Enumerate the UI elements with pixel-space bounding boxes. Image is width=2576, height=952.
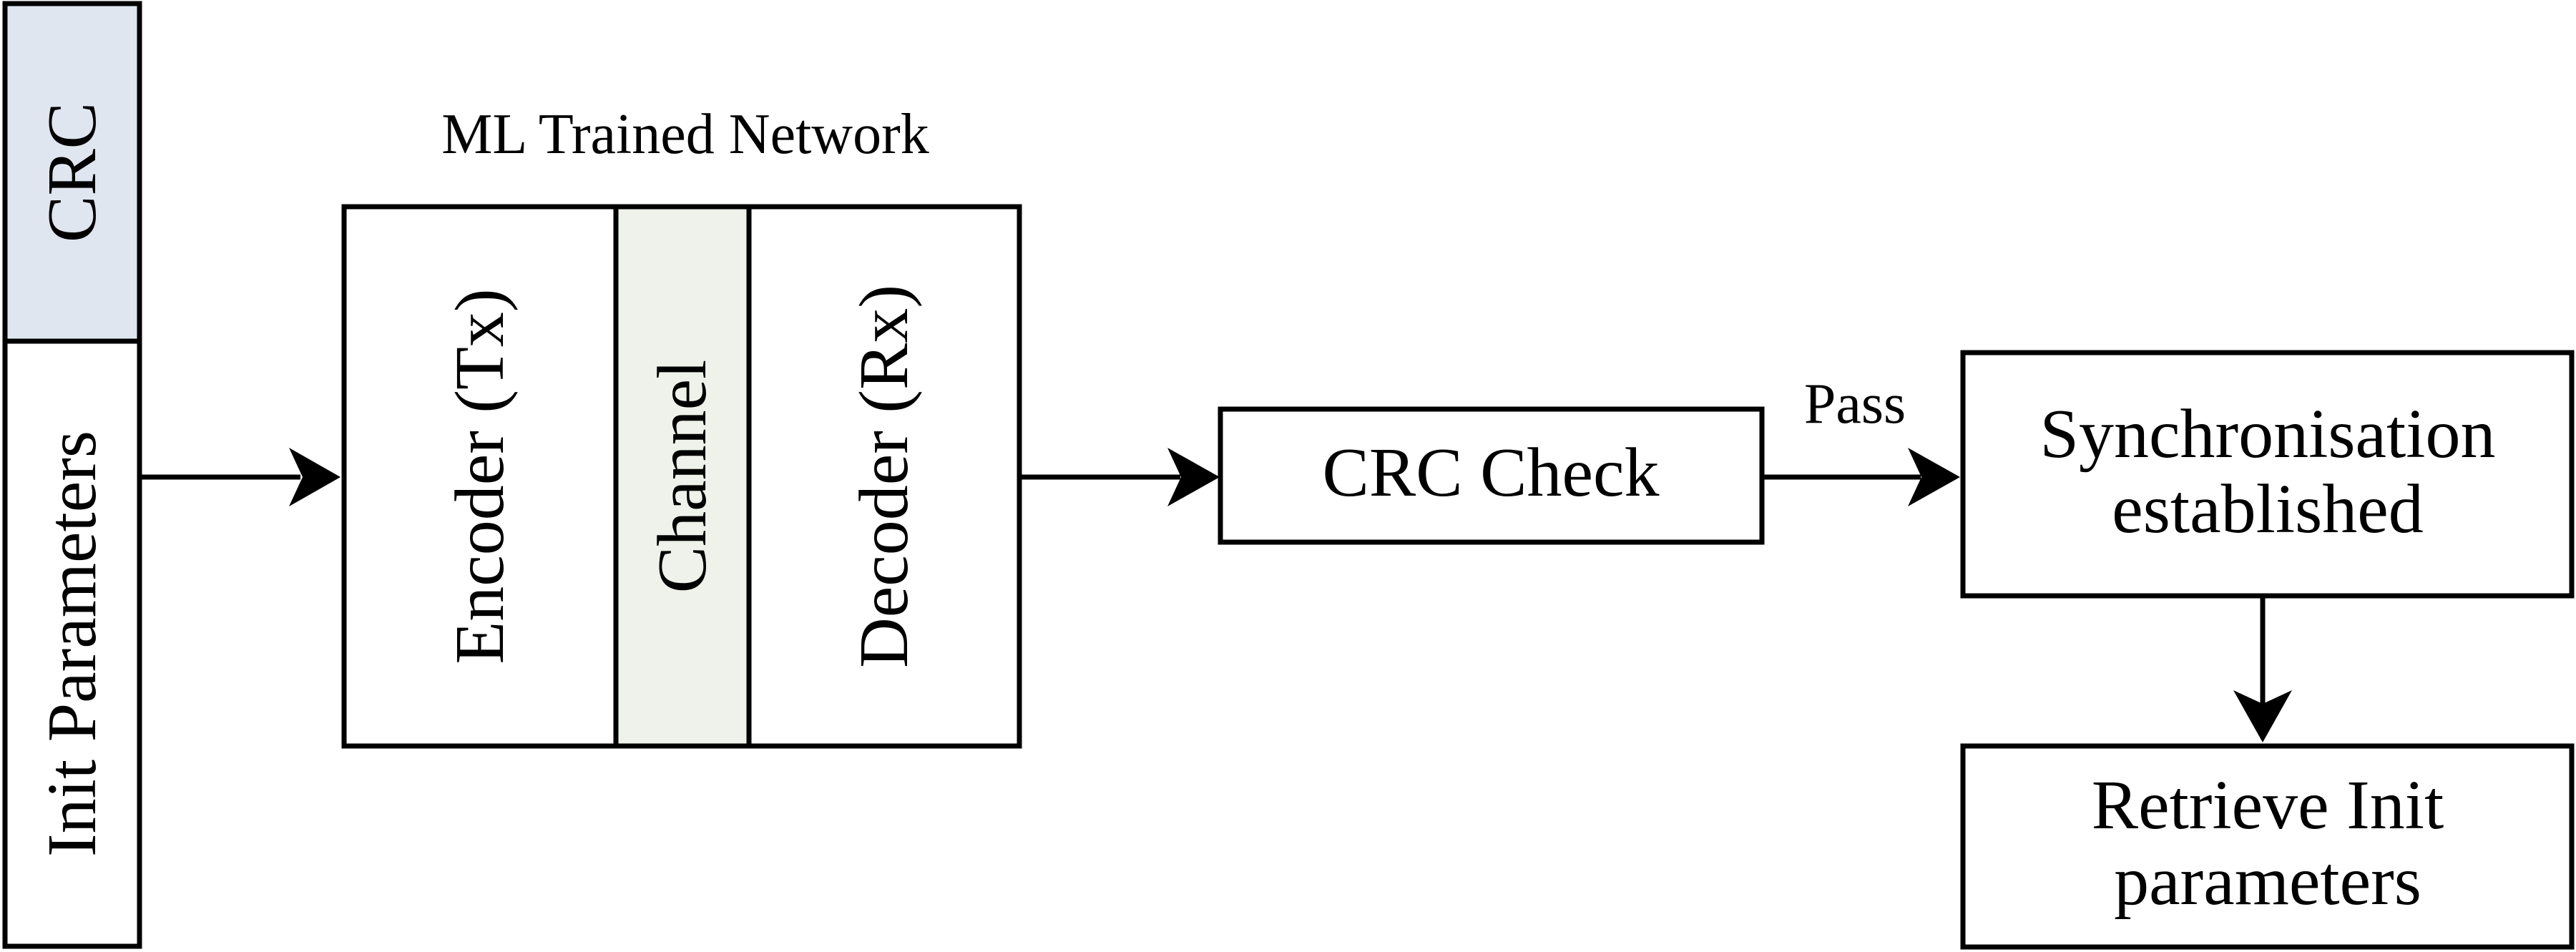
- sync-block: Synchronisation established: [1960, 350, 2575, 599]
- crc-check-box: [1218, 406, 1765, 545]
- init-parameters-label: Init Parameters: [34, 431, 111, 857]
- network-title: ML Trained Network: [441, 103, 929, 166]
- encoder-label: Encoder (Tx): [441, 288, 519, 664]
- network-block: Encoder (Tx) Channel Decoder (Rx): [341, 204, 1022, 749]
- channel-block: [613, 204, 752, 749]
- sync-box: [1960, 350, 2575, 599]
- frame-block: CRC Init Parameters: [2, 1, 142, 949]
- arrow-frame-to-network: [139, 448, 341, 506]
- crc-field: [2, 1, 142, 344]
- retrieve-label-line1: Retrieve Init: [2092, 767, 2444, 844]
- decoder-label: Decoder (Rx): [846, 285, 923, 668]
- retrieve-box: [1960, 743, 2575, 950]
- encoder-block: [341, 204, 619, 749]
- crc-check-label: CRC Check: [1323, 434, 1660, 511]
- arrow-network-to-crc-check: [1019, 448, 1220, 506]
- crc-field-label: CRC: [34, 102, 111, 242]
- channel-label: Channel: [644, 360, 721, 594]
- init-parameters-field: [2, 338, 142, 949]
- retrieve-label-line2: parameters: [2114, 843, 2421, 920]
- arrow-sync-to-retrieve: [2233, 596, 2292, 742]
- arrow-crc-to-sync: [1762, 448, 1960, 506]
- pass-label: Pass: [1804, 373, 1906, 436]
- sync-label-line2: established: [2112, 471, 2423, 548]
- sync-label-line1: Synchronisation: [2040, 396, 2496, 473]
- retrieve-block: Retrieve Init parameters: [1960, 743, 2575, 950]
- crc-check-block: CRC Check: [1218, 406, 1765, 545]
